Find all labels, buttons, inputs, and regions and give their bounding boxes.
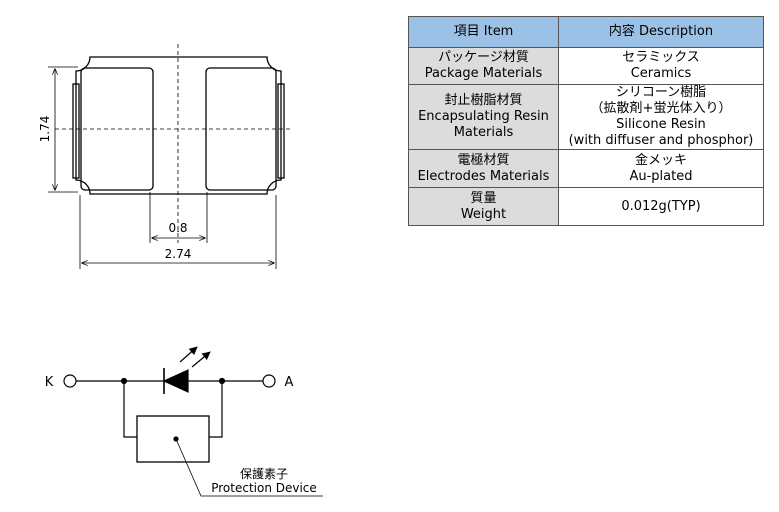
table-row: 電極材質 Electrodes Materials 金メッキ Au-plated	[408, 149, 764, 188]
row-description: セラミックス Ceramics	[558, 47, 764, 85]
table-row: パッケージ材質 Package Materials セラミックス Ceramic…	[408, 47, 764, 85]
emission-arrow	[179, 346, 198, 363]
package-top-view	[72, 56, 285, 195]
protection-leader-line	[175, 438, 323, 497]
led-diode-symbol	[162, 369, 189, 393]
protection-device-symbol	[136, 415, 210, 463]
protection-device-en-label: Protection Device	[211, 481, 317, 495]
row-description: 金メッキ Au-plated	[558, 149, 764, 188]
table-header-row: 項目 Item 内容 Description	[408, 16, 764, 48]
dim-height	[48, 66, 78, 193]
right-side-terminal	[277, 83, 285, 179]
circuit-schematic	[63, 346, 323, 497]
row-item: 電極材質 Electrodes Materials	[408, 149, 559, 188]
center-lines	[55, 44, 292, 243]
header-description: 内容 Description	[558, 16, 764, 48]
dim-height-label: 1.74	[38, 116, 52, 143]
header-item: 項目 Item	[408, 16, 559, 48]
dim-width-label: 2.74	[165, 247, 192, 261]
protection-device-jp-label: 保護素子	[240, 466, 288, 481]
package-outline	[75, 56, 282, 195]
row-item: 封止樹脂材質 Encapsulating Resin Materials	[408, 84, 559, 150]
dim-gap-label: 0.8	[168, 221, 187, 235]
cathode-label: K	[45, 375, 54, 390]
anode-terminal	[262, 374, 276, 388]
table-row: 封止樹脂材質 Encapsulating Resin Materials シリコ…	[408, 84, 764, 150]
row-description: シリコーン樹脂 （拡散剤+蛍光体入り） Silicone Resin (with…	[558, 84, 764, 150]
row-description: 0.012g(TYP)	[558, 187, 764, 226]
dim-gap	[149, 192, 208, 243]
emission-arrow	[191, 351, 211, 368]
table-row: 質量 Weight 0.012g(TYP)	[408, 187, 764, 226]
left-side-terminal	[72, 83, 80, 179]
spec-table: 項目 Item 内容 Description パッケージ材質 Package M…	[408, 16, 764, 226]
row-item: パッケージ材質 Package Materials	[408, 47, 559, 85]
anode-label: A	[285, 375, 294, 390]
row-item: 質量 Weight	[408, 187, 559, 226]
dim-width	[79, 195, 277, 269]
cathode-terminal	[63, 374, 77, 388]
